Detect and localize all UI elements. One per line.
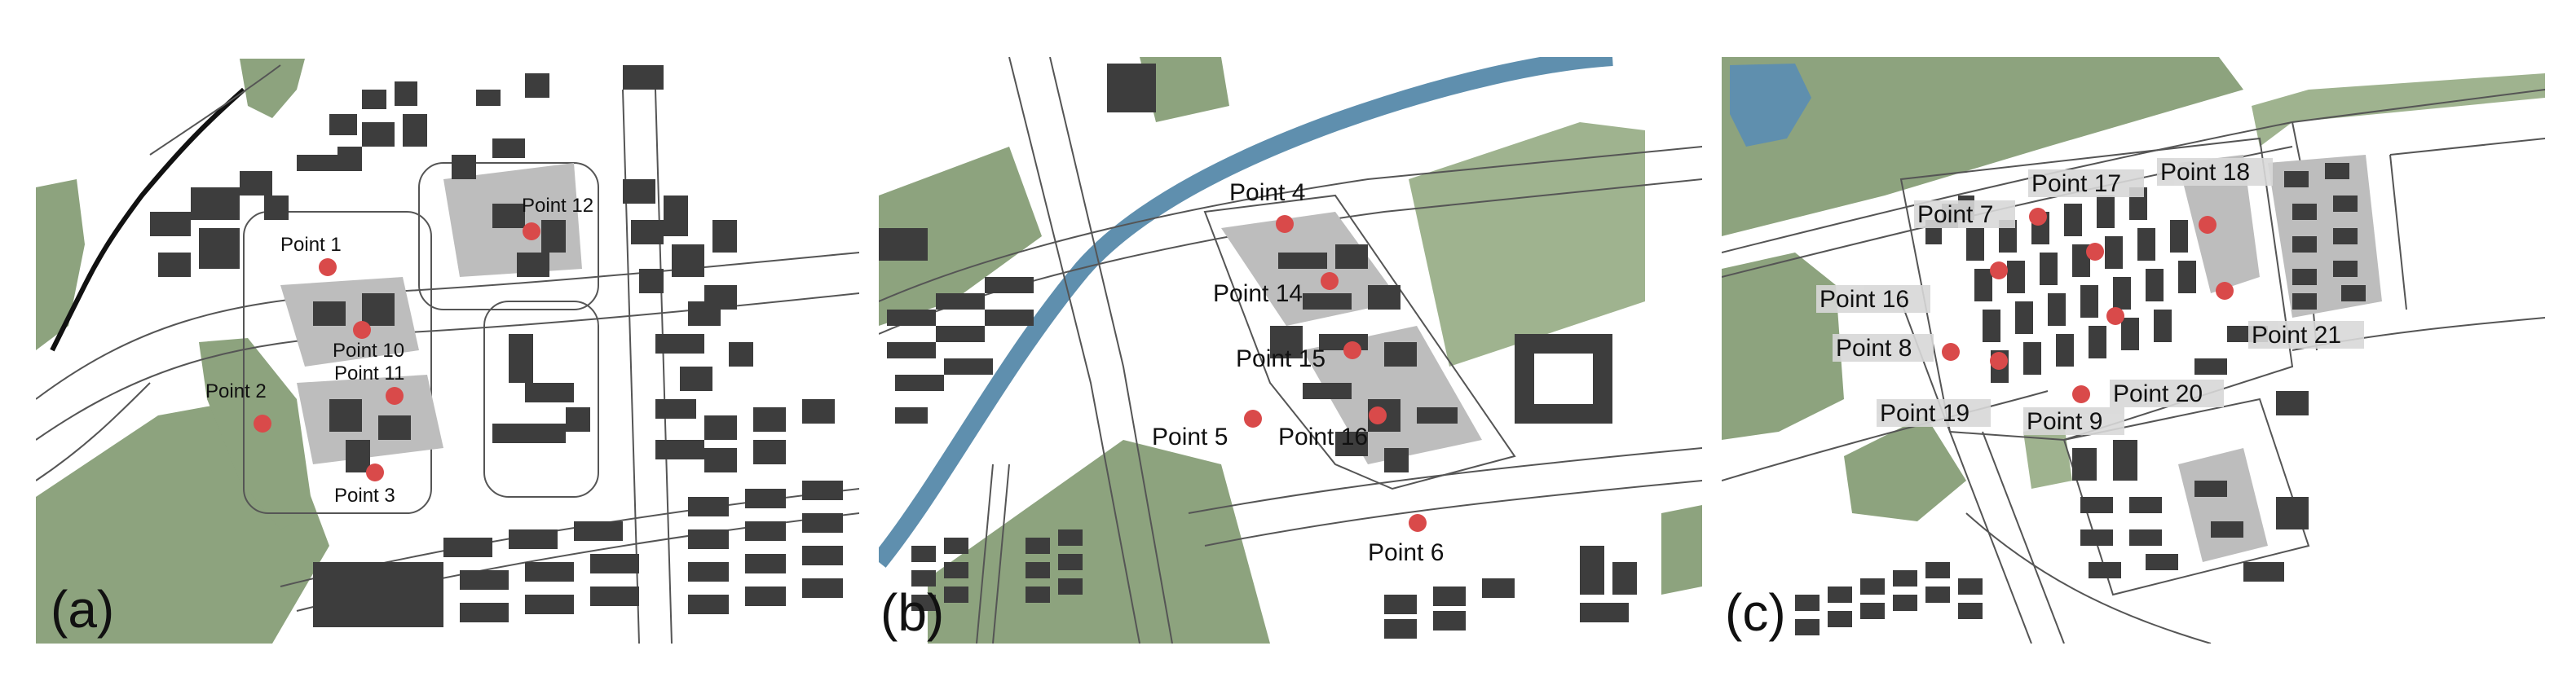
point-marker[interactable] <box>353 321 371 339</box>
green-area <box>199 338 313 529</box>
point-marker[interactable] <box>1244 410 1262 428</box>
point-marker[interactable] <box>1942 343 1960 361</box>
map-b-canvas: Point 4 Point 5 Point 6 Point 14 Point 1… <box>879 57 1702 644</box>
green-area <box>240 59 305 118</box>
map-panel-c: Point 7 Point 8 Point 9 Point 16 Point 1… <box>1722 57 2545 644</box>
map-a-canvas: Point 1 Point 2 Point 3 Point 10 Point 1… <box>36 59 859 644</box>
point-label: Point 19 <box>1880 400 1969 427</box>
point-marker[interactable] <box>1409 514 1427 532</box>
point-label: Point 20 <box>2113 380 2203 407</box>
point-label: Point 11 <box>334 362 404 384</box>
point-label: Point 5 <box>1152 424 1228 450</box>
point-marker[interactable] <box>1343 341 1361 359</box>
point-label: Point 9 <box>2027 408 2102 435</box>
point-marker[interactable] <box>523 222 540 240</box>
point-label: Point 2 <box>205 380 267 402</box>
point-marker[interactable] <box>2106 307 2124 325</box>
point-label: Point 4 <box>1229 179 1305 206</box>
green-area <box>1409 122 1645 367</box>
point-label: Point 3 <box>334 485 395 507</box>
green-area <box>1722 57 2243 236</box>
point-label: Point 21 <box>2252 322 2341 349</box>
point-label: Point 7 <box>1917 201 1993 228</box>
green-area <box>36 179 85 350</box>
green-area <box>879 147 1042 326</box>
panel-letter: (c) <box>1725 583 1786 642</box>
point-marker[interactable] <box>1990 352 2008 370</box>
point-marker[interactable] <box>2072 385 2090 403</box>
buildings <box>879 64 1637 639</box>
panel-letter: (a) <box>51 580 114 639</box>
road-network <box>879 57 1702 644</box>
point-marker[interactable] <box>319 258 337 276</box>
point-label: Point 10 <box>333 340 404 362</box>
point-label: Point 6 <box>1368 539 1444 566</box>
map-c-canvas: Point 7 Point 8 Point 9 Point 16 Point 1… <box>1722 57 2545 644</box>
residential-block <box>1203 194 1516 490</box>
water-channel <box>879 57 1613 568</box>
green-area <box>1140 57 1229 122</box>
green-area <box>1722 253 1844 440</box>
buildings <box>1795 163 2366 635</box>
water-body <box>1730 64 1811 147</box>
map-panel-b: Point 4 Point 5 Point 6 Point 14 Point 1… <box>879 57 1702 644</box>
point-marker[interactable] <box>254 415 271 433</box>
point-marker[interactable] <box>1369 406 1387 424</box>
point-label: Point 15 <box>1236 345 1325 372</box>
point-label: Point 1 <box>280 234 342 256</box>
buildings <box>150 65 843 627</box>
point-markers <box>254 222 540 481</box>
point-label: Point 12 <box>522 195 593 217</box>
green-area <box>2252 73 2545 147</box>
point-marker[interactable] <box>2199 216 2217 234</box>
point-label: Point 17 <box>2031 170 2121 197</box>
point-marker[interactable] <box>1276 215 1294 233</box>
point-label: Point 16 <box>1278 424 1368 450</box>
point-marker[interactable] <box>366 464 384 481</box>
point-label-backgrounds <box>1816 158 2364 435</box>
point-marker[interactable] <box>2216 282 2234 300</box>
point-label: Point 8 <box>1836 335 1912 362</box>
residential-blocks <box>243 162 599 514</box>
panel-letter: (b) <box>880 583 944 642</box>
point-marker[interactable] <box>2029 208 2047 226</box>
point-marker[interactable] <box>2086 243 2104 261</box>
green-area <box>928 440 1270 644</box>
thick-road <box>50 87 245 352</box>
point-label: Point 14 <box>1213 280 1303 307</box>
point-markers <box>1244 215 1427 532</box>
point-marker[interactable] <box>1321 272 1339 290</box>
point-markers <box>1942 208 2234 403</box>
point-label: Point 16 <box>1820 286 1909 313</box>
point-marker[interactable] <box>1990 261 2008 279</box>
map-panel-a: Point 1 Point 2 Point 3 Point 10 Point 1… <box>36 57 859 644</box>
point-label: Point 18 <box>2160 159 2250 186</box>
point-marker[interactable] <box>386 387 404 405</box>
green-area <box>1661 505 1702 595</box>
green-area <box>1844 415 1966 521</box>
